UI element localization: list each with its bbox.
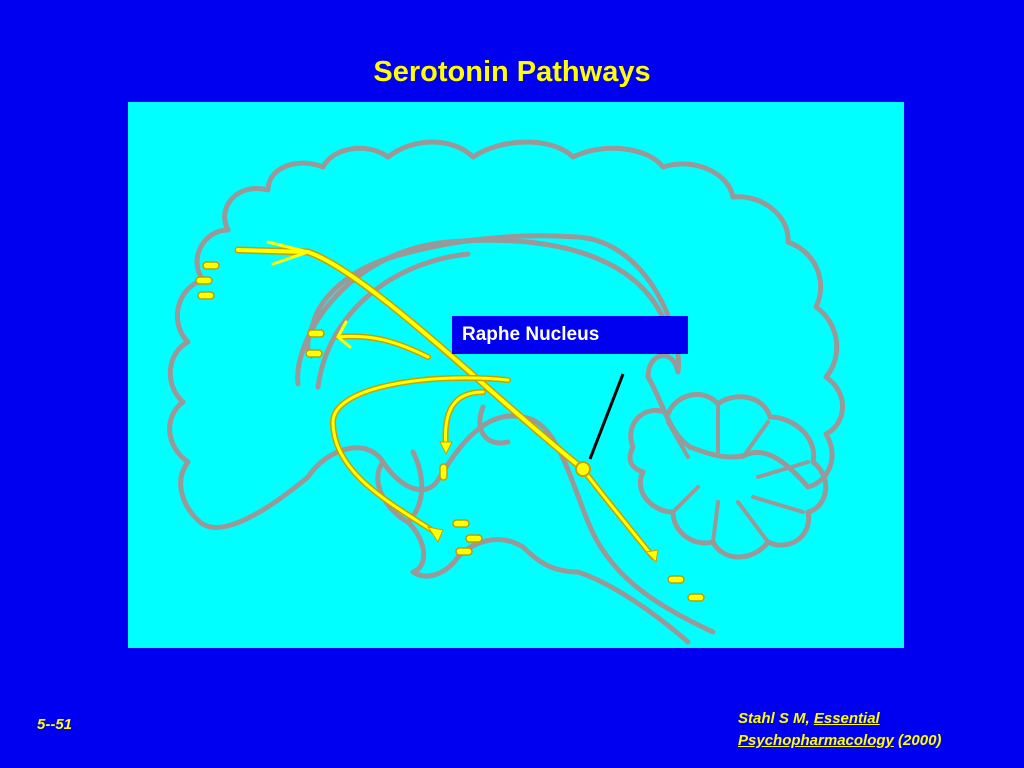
arrowhead-temporal	[426, 526, 444, 544]
midbrain-outline	[477, 404, 511, 446]
citation-year: (2000)	[893, 732, 942, 749]
slide-title: Serotonin Pathways	[373, 56, 651, 88]
citation-book-title-1[interactable]: Essential	[813, 710, 880, 727]
cerebellum-outline	[627, 392, 829, 560]
citation-book-title-2[interactable]: Psychopharmacology	[738, 732, 894, 749]
callout-pointer-line	[588, 373, 625, 460]
citation-author: Stahl S M,	[738, 710, 814, 727]
citation-line-1: Stahl S M, Essential	[738, 708, 1024, 730]
citation-line-2: Psychopharmacology (2000)	[738, 730, 1024, 752]
receptor-symbols	[195, 261, 705, 602]
temporal-lobe-outline	[375, 449, 425, 526]
serotonin-pathways	[234, 240, 656, 560]
citation: Stahl S M, Essential Psychopharmacology …	[738, 708, 1024, 752]
diagram-panel: Raphe Nucleus	[128, 102, 904, 648]
brain-diagram	[167, 139, 845, 645]
corpus-callosum-outline	[315, 251, 471, 390]
raphe-nucleus-dot	[575, 461, 591, 477]
raphe-nucleus-label: Raphe Nucleus	[462, 324, 600, 345]
raphe-nucleus-callout: Raphe Nucleus	[452, 316, 688, 354]
pathway-limbic	[329, 374, 511, 537]
brainstem-front-outline	[405, 519, 691, 645]
arrowhead-hypothalamic	[439, 441, 453, 456]
pathway-prefrontal	[234, 246, 587, 473]
slide-number: 5--51	[37, 716, 73, 733]
cerebellum-folia	[666, 405, 810, 544]
arrowhead-spinal	[644, 549, 659, 564]
